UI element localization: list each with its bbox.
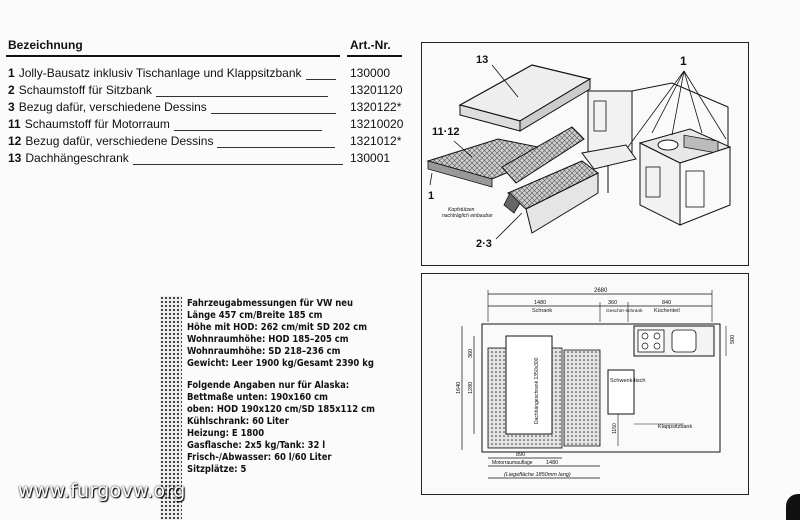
- spec-line: Bettmaße unten: 190x160 cm: [187, 392, 328, 404]
- label-geschirr: Geschirr-schrank: [606, 308, 643, 314]
- part-art-nr: 13201120: [350, 83, 403, 97]
- bench-backrest: [501, 126, 585, 184]
- leader-line: [132, 155, 343, 165]
- label-motorraum: Motorraumauflage: [492, 460, 533, 466]
- swivel-table-outline: [607, 369, 635, 415]
- spec-line: Länge 457 cm/Breite 185 cm: [187, 309, 323, 321]
- headrest-note-line1: Kopfstützen: [448, 207, 475, 213]
- part-number: 11: [8, 117, 21, 131]
- watermark-url: www.furgovw.org: [18, 480, 186, 502]
- dim-1280: 1280: [468, 382, 474, 394]
- dim-1640: 1640: [456, 382, 462, 394]
- bench-area: [563, 349, 601, 447]
- spec-line: Fahrzeugabmessungen für VW neu: [187, 298, 354, 309]
- interior-perspective-figure: 13 1 11·12 1 2·3 Kopfstützen nachträglic…: [421, 42, 749, 266]
- leader-line: [210, 104, 336, 114]
- label-kuechen: Küchenteil: [654, 308, 680, 314]
- dim-1150: 1150: [612, 423, 618, 434]
- dim-1480-bottom: 1480: [546, 460, 558, 466]
- headrest-note-line2: nachträglich einbaubar: [442, 213, 493, 219]
- leader-line: [173, 121, 322, 131]
- part-art-nr: 13210020: [350, 117, 404, 131]
- spec-line: Gasflasche: 2x5 kg/Tank: 32 l: [187, 439, 326, 451]
- spec-line: Wohnraumhöhe: HOD 185–205 cm: [187, 333, 349, 345]
- part-art-nr: 130000: [350, 66, 391, 80]
- part-number: 12: [8, 134, 22, 148]
- spec-line: Wohnraumhöhe: SD 218–236 cm: [187, 345, 341, 357]
- spec-line: Heizung: E 1800: [187, 428, 265, 440]
- vehicle-outline: [481, 323, 721, 453]
- callout-1-top: 1: [680, 54, 687, 68]
- part-art-nr: 1320122*: [350, 100, 402, 114]
- parts-row: 2 Schaumstoff für Sitzbank: [8, 83, 328, 97]
- column-header-name: Bezeichnung: [8, 38, 83, 52]
- label-schwenktisch: Schwenk-tisch: [610, 378, 645, 384]
- spec-line: Gewicht: Leer 1900 kg/Gesamt 2390 kg: [187, 357, 374, 369]
- dim-total: 2680: [594, 288, 608, 294]
- part-number: 2: [8, 83, 15, 97]
- dim-geschirr: 360: [608, 300, 617, 306]
- swivel-table: [581, 144, 637, 170]
- parts-row: 11 Schaumstoff für Motorraum: [8, 117, 322, 131]
- spec-line: Sitzplätze: 5: [187, 463, 247, 475]
- floor-plan-figure: 2680 1480 Schrank 360 Geschirr-schrank 8…: [421, 273, 749, 495]
- column-header-art-nr: Art.-Nr.: [350, 38, 391, 52]
- header-rule: [6, 55, 340, 57]
- header-rule-art: [347, 55, 402, 57]
- leader-line: [305, 70, 336, 80]
- callout-2-3: 2·3: [476, 238, 492, 250]
- dim-500: 500: [730, 335, 736, 344]
- spec-line: oben: HOD 190x120 cm/SD 185x112 cm: [187, 404, 375, 416]
- part-number: 1: [8, 66, 15, 80]
- part-number: 13: [8, 151, 22, 165]
- parts-row: 1 Jolly-Bausatz inklusiv Tischanlage und…: [8, 66, 336, 80]
- leader-line: [155, 87, 328, 97]
- dim-kuechen: 840: [662, 300, 671, 306]
- spec-line: Folgende Angaben nur für Alaska:: [187, 380, 350, 392]
- floor-plan-drawing: 2680 1480 Schrank 360 Geschirr-schrank 8…: [456, 288, 736, 479]
- part-art-nr: 130001: [350, 151, 391, 165]
- part-description: Dachhängeschrank: [25, 151, 129, 165]
- part-description: Bezug dafür, verschiedene Dessins: [18, 100, 207, 114]
- label-schrank: Schrank: [532, 308, 552, 314]
- parts-row: 13 Dachhängeschrank: [8, 151, 343, 165]
- parts-row: 12 Bezug dafür, verschiedene Dessins: [8, 134, 336, 148]
- part-description: Schaumstoff für Motorraum: [24, 117, 170, 131]
- part-description: Jolly-Bausatz inklusiv Tischanlage und K…: [18, 66, 302, 80]
- dim-890: 890: [516, 452, 525, 458]
- interior-drawing: 13 1 11·12 1 2·3 Kopfstützen nachträglic…: [426, 54, 732, 250]
- part-number: 3: [8, 100, 15, 114]
- callout-1-left: 1: [428, 190, 434, 202]
- label-dachhaengeschrank: Dachhängeschrank 1350x300: [534, 357, 540, 424]
- wardrobe: [587, 90, 633, 154]
- callout-13: 13: [476, 54, 488, 66]
- vehicle-specs: Fahrzeugabmessungen für VW neu Länge 457…: [187, 298, 375, 476]
- label-liegeflaeche: (Liegefläche 1850mm lang): [504, 472, 571, 478]
- part-description: Bezug dafür, verschiedene Dessins: [25, 134, 214, 148]
- part-description: Schaumstoff für Sitzbank: [18, 83, 152, 97]
- parts-row: 3 Bezug dafür, verschiedene Dessins: [8, 100, 336, 114]
- roof-cabinet-outline: [505, 335, 553, 435]
- spec-line: Höhe mit HOD: 262 cm/mit SD 202 cm: [187, 321, 368, 333]
- dim-360: 360: [468, 349, 474, 358]
- leader-line: [217, 138, 336, 148]
- spec-line: Kühlschrank: 60 Liter: [187, 416, 289, 428]
- label-klappsitzbank: Klappsitzbank: [658, 424, 692, 430]
- part-art-nr: 1321012*: [350, 134, 402, 148]
- specs-dot-bar: [160, 296, 182, 520]
- page-corner: [786, 494, 800, 520]
- callout-11-12: 11·12: [432, 126, 460, 138]
- dim-schrank: 1480: [534, 300, 546, 306]
- spec-line: Frisch-/Abwasser: 60 l/60 Liter: [187, 451, 332, 463]
